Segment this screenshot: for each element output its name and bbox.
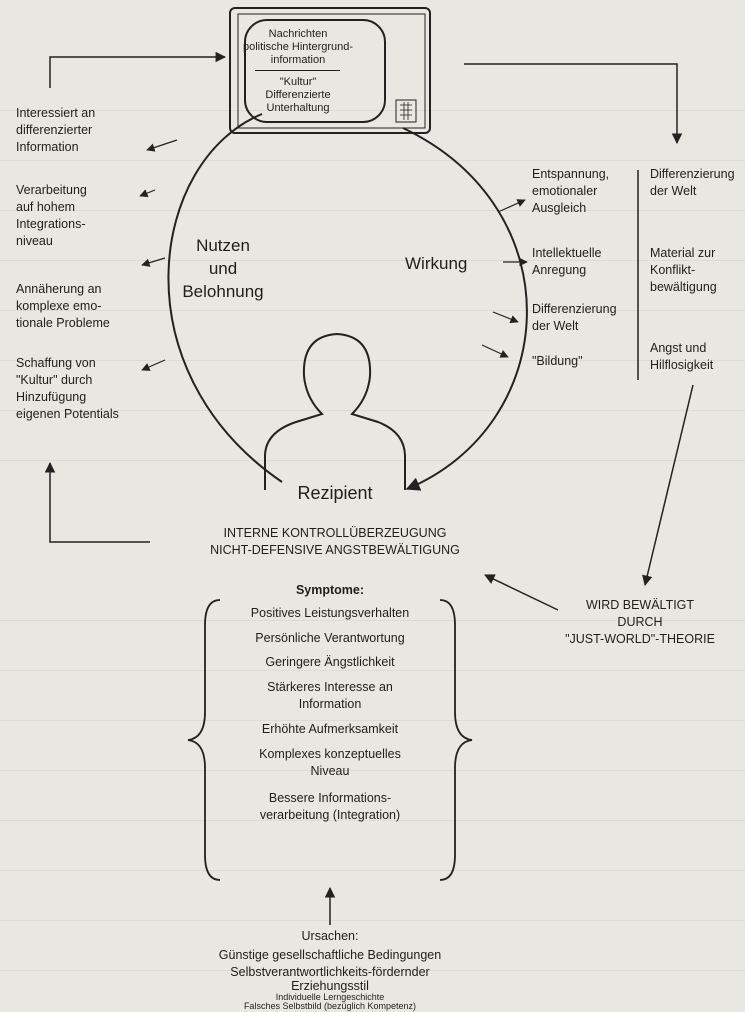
right-item-1: Differenzierung der Welt xyxy=(650,167,735,198)
cause-4-line-2: (bezüglich Kompetenz) xyxy=(324,1001,417,1011)
symptom-2: Persönliche Verantwortung xyxy=(255,631,405,645)
symptom-7: Bessere Informations- verarbeitung (Inte… xyxy=(259,791,401,822)
wirkung-label: Wirkung xyxy=(405,254,468,273)
left-item-4: Schaffung von "Kultur" durch Hinzufügung… xyxy=(16,356,119,421)
arrow-left-3 xyxy=(141,257,166,267)
tv-divider xyxy=(255,70,340,71)
arrow-just-world-to-control xyxy=(484,574,559,611)
cause-4-line-1: Falsches Selbstbild xyxy=(243,1001,322,1011)
effect-4: "Bildung" xyxy=(532,354,583,368)
just-world-box: WIRD BEWÄLTIGT DURCH "JUST-WORLD"-THEORI… xyxy=(565,598,715,646)
effect-1: Entspannung, emotionaler Ausgleich xyxy=(532,167,610,215)
cause-3: Individuelle Lerngeschichte xyxy=(275,992,385,1002)
recipient-silhouette xyxy=(264,332,406,490)
arrow-left-2 xyxy=(139,189,156,198)
cause-4: Falsches Selbstbild (bezüglich Kompetenz… xyxy=(244,1001,416,1011)
control-beliefs: INTERNE KONTROLLÜBERZEUGUNG NICHT-DEFENS… xyxy=(210,526,460,557)
brace-right xyxy=(439,599,473,881)
left-item-2: Verarbeitung auf hohem Integrations- niv… xyxy=(16,183,87,248)
arrow-effect-1 xyxy=(497,199,526,213)
tv-news: Nachrichten xyxy=(268,28,328,40)
symptom-1: Positives Leistungsverhalten xyxy=(250,606,410,620)
effect-3: Differenzierung der Welt xyxy=(532,302,617,333)
tv-icon xyxy=(229,7,431,134)
arrow-left-1 xyxy=(146,139,178,152)
loop-right-curve xyxy=(402,127,528,491)
cause-2: Selbstverantwortlichkeits-fördernder Erz… xyxy=(230,965,430,993)
feedback-arrow-left xyxy=(44,461,150,543)
brace-left xyxy=(187,599,221,881)
symptom-4: Stärkeres Interesse an Information xyxy=(267,680,393,711)
tv-entertainment-1: Differenzierte xyxy=(265,89,331,101)
symptom-3: Geringere Ängstlichkeit xyxy=(265,655,395,669)
left-item-1: Interessiert an differenzierter Informat… xyxy=(16,106,96,154)
left-item-3: Annäherung an komplexe emo- tionale Prob… xyxy=(16,282,110,330)
tv-entertainment-2: Unterhaltung xyxy=(266,102,330,114)
tv-background-2: information xyxy=(270,54,326,66)
arrow-effect-4 xyxy=(481,344,509,358)
arrow-to-just-world xyxy=(642,384,694,587)
right-item-3: Angst und Hilflosigkeit xyxy=(650,341,714,372)
arrow-tv-to-right xyxy=(464,63,683,145)
effect-2: Intellektuelle Anregung xyxy=(532,246,602,277)
symptom-5: Erhöhte Aufmerksamkeit xyxy=(261,722,399,736)
right-item-2: Material zur Konflikt- bewältigung xyxy=(650,246,717,294)
symptom-6: Komplexes konzeptuelles Niveau xyxy=(259,747,401,778)
recipient-label: Rezipient xyxy=(297,483,373,503)
arrow-effect-3 xyxy=(492,311,519,324)
arrow-left-4 xyxy=(141,359,166,371)
tv-background-1: politische Hintergrund- xyxy=(242,41,354,53)
tv-culture: "Kultur" xyxy=(279,76,317,88)
nutzen-label: Nutzen und Belohnung xyxy=(182,236,264,301)
arrow-to-tv xyxy=(49,51,227,88)
cause-1: Günstige gesellschaftliche Bedingungen xyxy=(218,948,442,962)
loop-left-curve xyxy=(167,113,283,483)
symptoms-title: Symptome: xyxy=(295,583,365,597)
causes-title: Ursachen: xyxy=(301,929,359,943)
